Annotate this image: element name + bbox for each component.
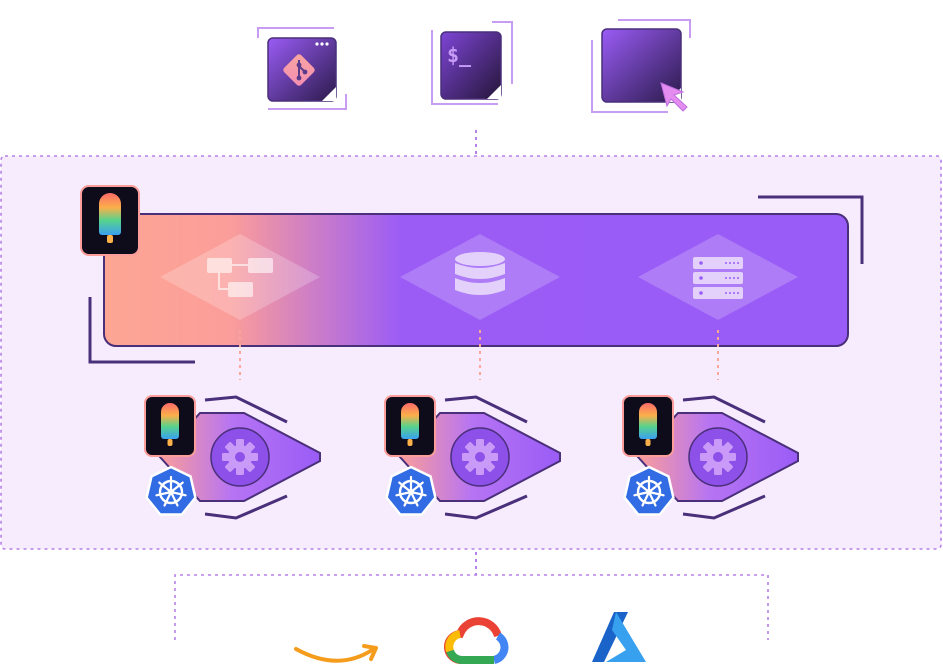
workflow-icon (207, 258, 273, 297)
database-icon (455, 252, 505, 295)
service-database (400, 234, 560, 320)
service-workflow (160, 234, 320, 320)
entry-git (257, 27, 347, 110)
popsicle-logo (401, 403, 419, 446)
popsicle-logo (161, 403, 179, 446)
google-cloud-icon (444, 617, 509, 665)
entry-terminal: $_ (431, 21, 513, 105)
git-icon (283, 54, 315, 86)
aws-icon (294, 644, 378, 663)
kubernetes-icon (623, 465, 675, 516)
entry-ui (591, 19, 691, 113)
gear-icon (462, 439, 498, 475)
cursor-icon (660, 82, 688, 112)
agent-unit (384, 395, 561, 520)
agent-unit (144, 395, 321, 520)
agent-unit (622, 395, 799, 520)
azure-icon (592, 612, 646, 662)
service-server (638, 234, 798, 320)
gear-icon (222, 439, 258, 475)
terminal-icon: $_ (447, 43, 472, 67)
server-icon (693, 257, 743, 299)
kubernetes-icon (145, 465, 197, 516)
popsicle-logo (639, 403, 657, 446)
kubernetes-icon (385, 465, 437, 516)
gear-icon (700, 439, 736, 475)
platform-logo (80, 185, 140, 256)
popsicle-logo (99, 193, 121, 243)
platform-band (88, 195, 864, 364)
clouds-bracket (174, 574, 769, 640)
